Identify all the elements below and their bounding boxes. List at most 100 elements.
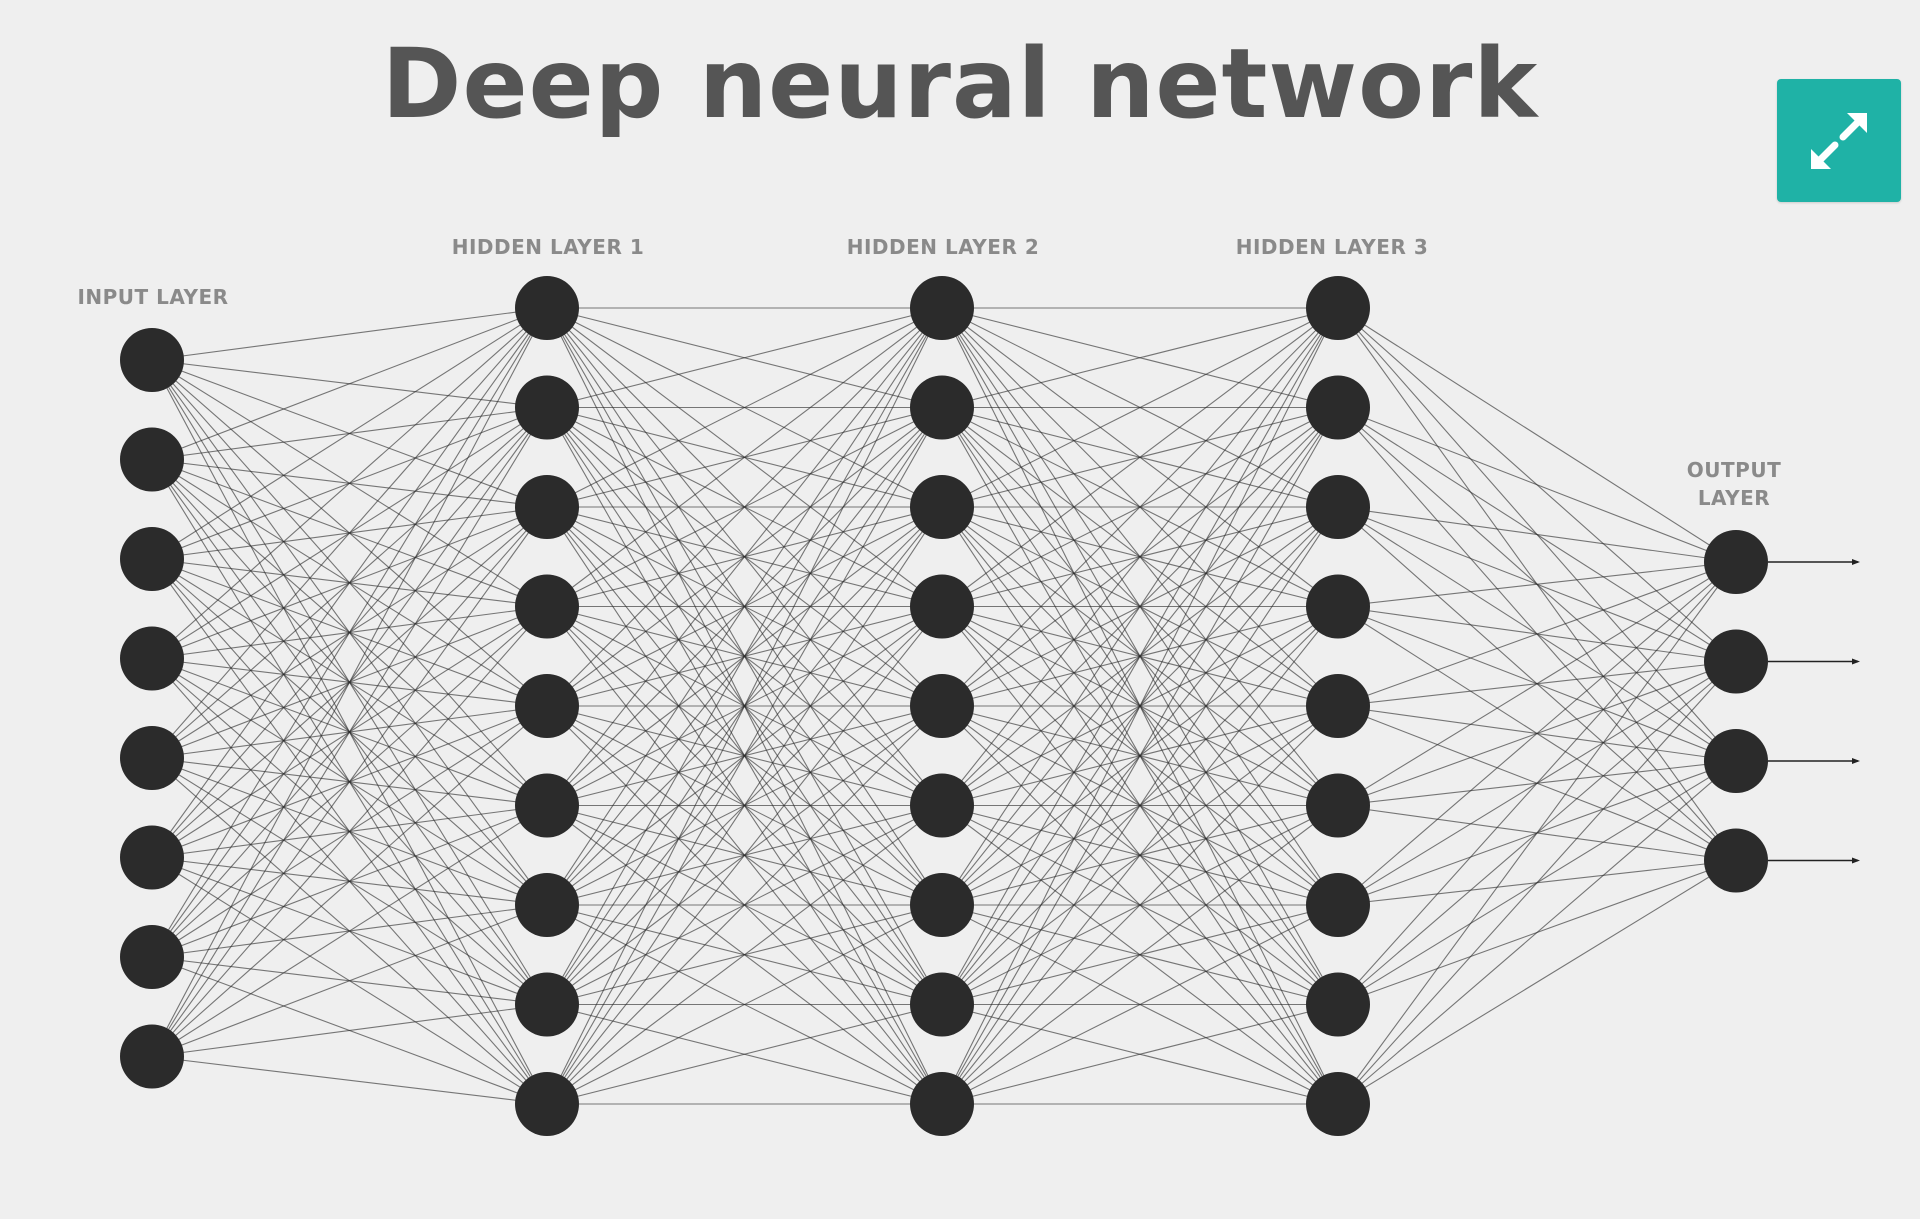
neuron-hidden2-2 xyxy=(910,475,974,539)
connection-hidden2-1-hidden3-0 xyxy=(941,307,1339,409)
neuron-hidden3-7 xyxy=(1306,972,1370,1037)
neuron-hidden3-3 xyxy=(1306,574,1370,639)
neuron-hidden2-8 xyxy=(910,1072,974,1136)
neuron-hidden2-0 xyxy=(910,276,974,340)
connection-hidden3-8-output-3 xyxy=(1337,860,1737,1105)
connection-hidden3-5-output-0 xyxy=(1337,561,1737,806)
layer-label-hidden-3: HIDDEN LAYER 3 xyxy=(1235,235,1429,259)
layer-label-input: INPUT LAYER xyxy=(77,285,229,309)
neuron-hidden1-8 xyxy=(515,1072,579,1136)
connection-hidden1-7-hidden2-0 xyxy=(546,307,943,1005)
connection-input-7-hidden1-4 xyxy=(151,705,548,1057)
connection-hidden2-8-hidden3-2 xyxy=(941,506,1339,1105)
neurons xyxy=(120,276,1768,1136)
connection-hidden2-8-hidden3-1 xyxy=(941,407,1339,1105)
layer-label-output: OUTPUT LAYER xyxy=(1686,458,1782,510)
connection-hidden3-8-output-2 xyxy=(1337,760,1737,1105)
connection-hidden3-8-output-1 xyxy=(1337,661,1737,1105)
neuron-input-3 xyxy=(120,626,184,691)
neuron-hidden2-3 xyxy=(910,574,974,639)
connection-input-7-hidden1-0 xyxy=(151,307,548,1057)
connection-hidden2-2-hidden3-0 xyxy=(941,307,1339,508)
neuron-hidden2-1 xyxy=(910,375,974,440)
neuron-input-6 xyxy=(120,925,184,989)
neuron-input-4 xyxy=(120,726,184,790)
connection-hidden2-8-hidden3-7 xyxy=(941,1003,1339,1105)
neuron-hidden1-6 xyxy=(515,873,579,937)
neuron-hidden3-8 xyxy=(1306,1072,1370,1136)
neuron-input-5 xyxy=(120,825,184,890)
connection-input-1-hidden1-0 xyxy=(151,307,548,461)
neuron-hidden3-0 xyxy=(1306,276,1370,340)
connection-input-7-hidden1-8 xyxy=(151,1055,548,1105)
connection-hidden2-8-hidden3-5 xyxy=(941,805,1339,1105)
neuron-hidden1-2 xyxy=(515,475,579,539)
neuron-hidden2-6 xyxy=(910,873,974,937)
connection-hidden1-6-hidden2-0 xyxy=(546,307,943,906)
diagram-title: Deep neural network xyxy=(381,28,1539,140)
neuron-input-7 xyxy=(120,1024,184,1089)
expand-button[interactable] xyxy=(1777,79,1901,202)
neuron-hidden2-5 xyxy=(910,773,974,838)
connection-hidden2-7-hidden3-0 xyxy=(941,307,1339,1005)
connection-hidden3-2-output-0 xyxy=(1337,506,1737,563)
connection-hidden3-0-output-0 xyxy=(1337,307,1737,563)
connection-hidden2-4-hidden3-0 xyxy=(941,307,1339,707)
connection-input-2-hidden1-0 xyxy=(151,307,548,560)
neuron-output-1 xyxy=(1704,629,1768,694)
connection-hidden3-6-output-0 xyxy=(1337,561,1737,906)
connection-hidden2-3-hidden3-0 xyxy=(941,307,1339,607)
neuron-output-3 xyxy=(1704,828,1768,893)
output-arrows xyxy=(1768,559,1860,864)
connection-input-7-hidden1-3 xyxy=(151,606,548,1057)
connection-input-7-hidden1-1 xyxy=(151,407,548,1057)
connection-hidden1-8-hidden2-1 xyxy=(546,407,943,1105)
neuron-hidden1-1 xyxy=(515,375,579,440)
connection-hidden3-8-output-0 xyxy=(1337,561,1737,1105)
neuron-input-2 xyxy=(120,527,184,591)
connection-hidden2-8-hidden3-0 xyxy=(941,307,1339,1105)
neuron-hidden2-7 xyxy=(910,972,974,1037)
connection-input-7-hidden1-5 xyxy=(151,805,548,1057)
connection-hidden3-1-output-0 xyxy=(1337,406,1737,563)
connections xyxy=(151,307,1737,1105)
connection-hidden1-4-hidden2-0 xyxy=(546,307,943,707)
neuron-hidden3-2 xyxy=(1306,475,1370,539)
layer-label-hidden-2: HIDDEN LAYER 2 xyxy=(846,235,1040,259)
connection-hidden1-1-hidden2-0 xyxy=(546,307,943,409)
neuron-hidden3-5 xyxy=(1306,773,1370,838)
connection-hidden1-8-hidden2-3 xyxy=(546,606,943,1105)
connection-input-4-hidden1-0 xyxy=(151,307,548,759)
connection-hidden1-8-hidden2-4 xyxy=(546,705,943,1105)
connection-hidden1-8-hidden2-6 xyxy=(546,904,943,1105)
connection-hidden2-8-hidden3-4 xyxy=(941,705,1339,1105)
connection-hidden3-3-output-0 xyxy=(1337,561,1737,608)
connection-hidden2-8-hidden3-6 xyxy=(941,904,1339,1105)
connection-hidden1-3-hidden2-0 xyxy=(546,307,943,607)
neuron-output-0 xyxy=(1704,530,1768,594)
neuron-hidden1-5 xyxy=(515,773,579,838)
connection-input-0-hidden1-0 xyxy=(151,307,548,361)
expand-arrows-icon xyxy=(1811,112,1867,169)
connection-hidden1-5-hidden2-0 xyxy=(546,307,943,806)
connection-hidden1-8-hidden2-7 xyxy=(546,1003,943,1105)
connection-input-3-hidden1-0 xyxy=(151,307,548,659)
connection-input-5-hidden1-0 xyxy=(151,307,548,858)
connection-hidden1-8-hidden2-2 xyxy=(546,506,943,1105)
connection-input-7-hidden1-7 xyxy=(151,1003,548,1058)
connection-hidden2-8-hidden3-3 xyxy=(941,606,1339,1105)
neuron-input-1 xyxy=(120,427,184,492)
connection-hidden1-8-hidden2-5 xyxy=(546,805,943,1105)
connection-input-6-hidden1-0 xyxy=(151,307,548,958)
connection-input-7-hidden1-2 xyxy=(151,506,548,1057)
neuron-hidden1-7 xyxy=(515,972,579,1037)
neuron-hidden3-6 xyxy=(1306,873,1370,937)
layer-label-hidden-1: HIDDEN LAYER 1 xyxy=(451,235,645,259)
connection-hidden3-4-output-0 xyxy=(1337,561,1737,707)
connection-hidden2-6-hidden3-0 xyxy=(941,307,1339,906)
connection-input-7-hidden1-6 xyxy=(151,904,548,1058)
neuron-hidden3-1 xyxy=(1306,375,1370,440)
connection-hidden1-2-hidden2-0 xyxy=(546,307,943,508)
neuron-hidden1-3 xyxy=(515,574,579,639)
